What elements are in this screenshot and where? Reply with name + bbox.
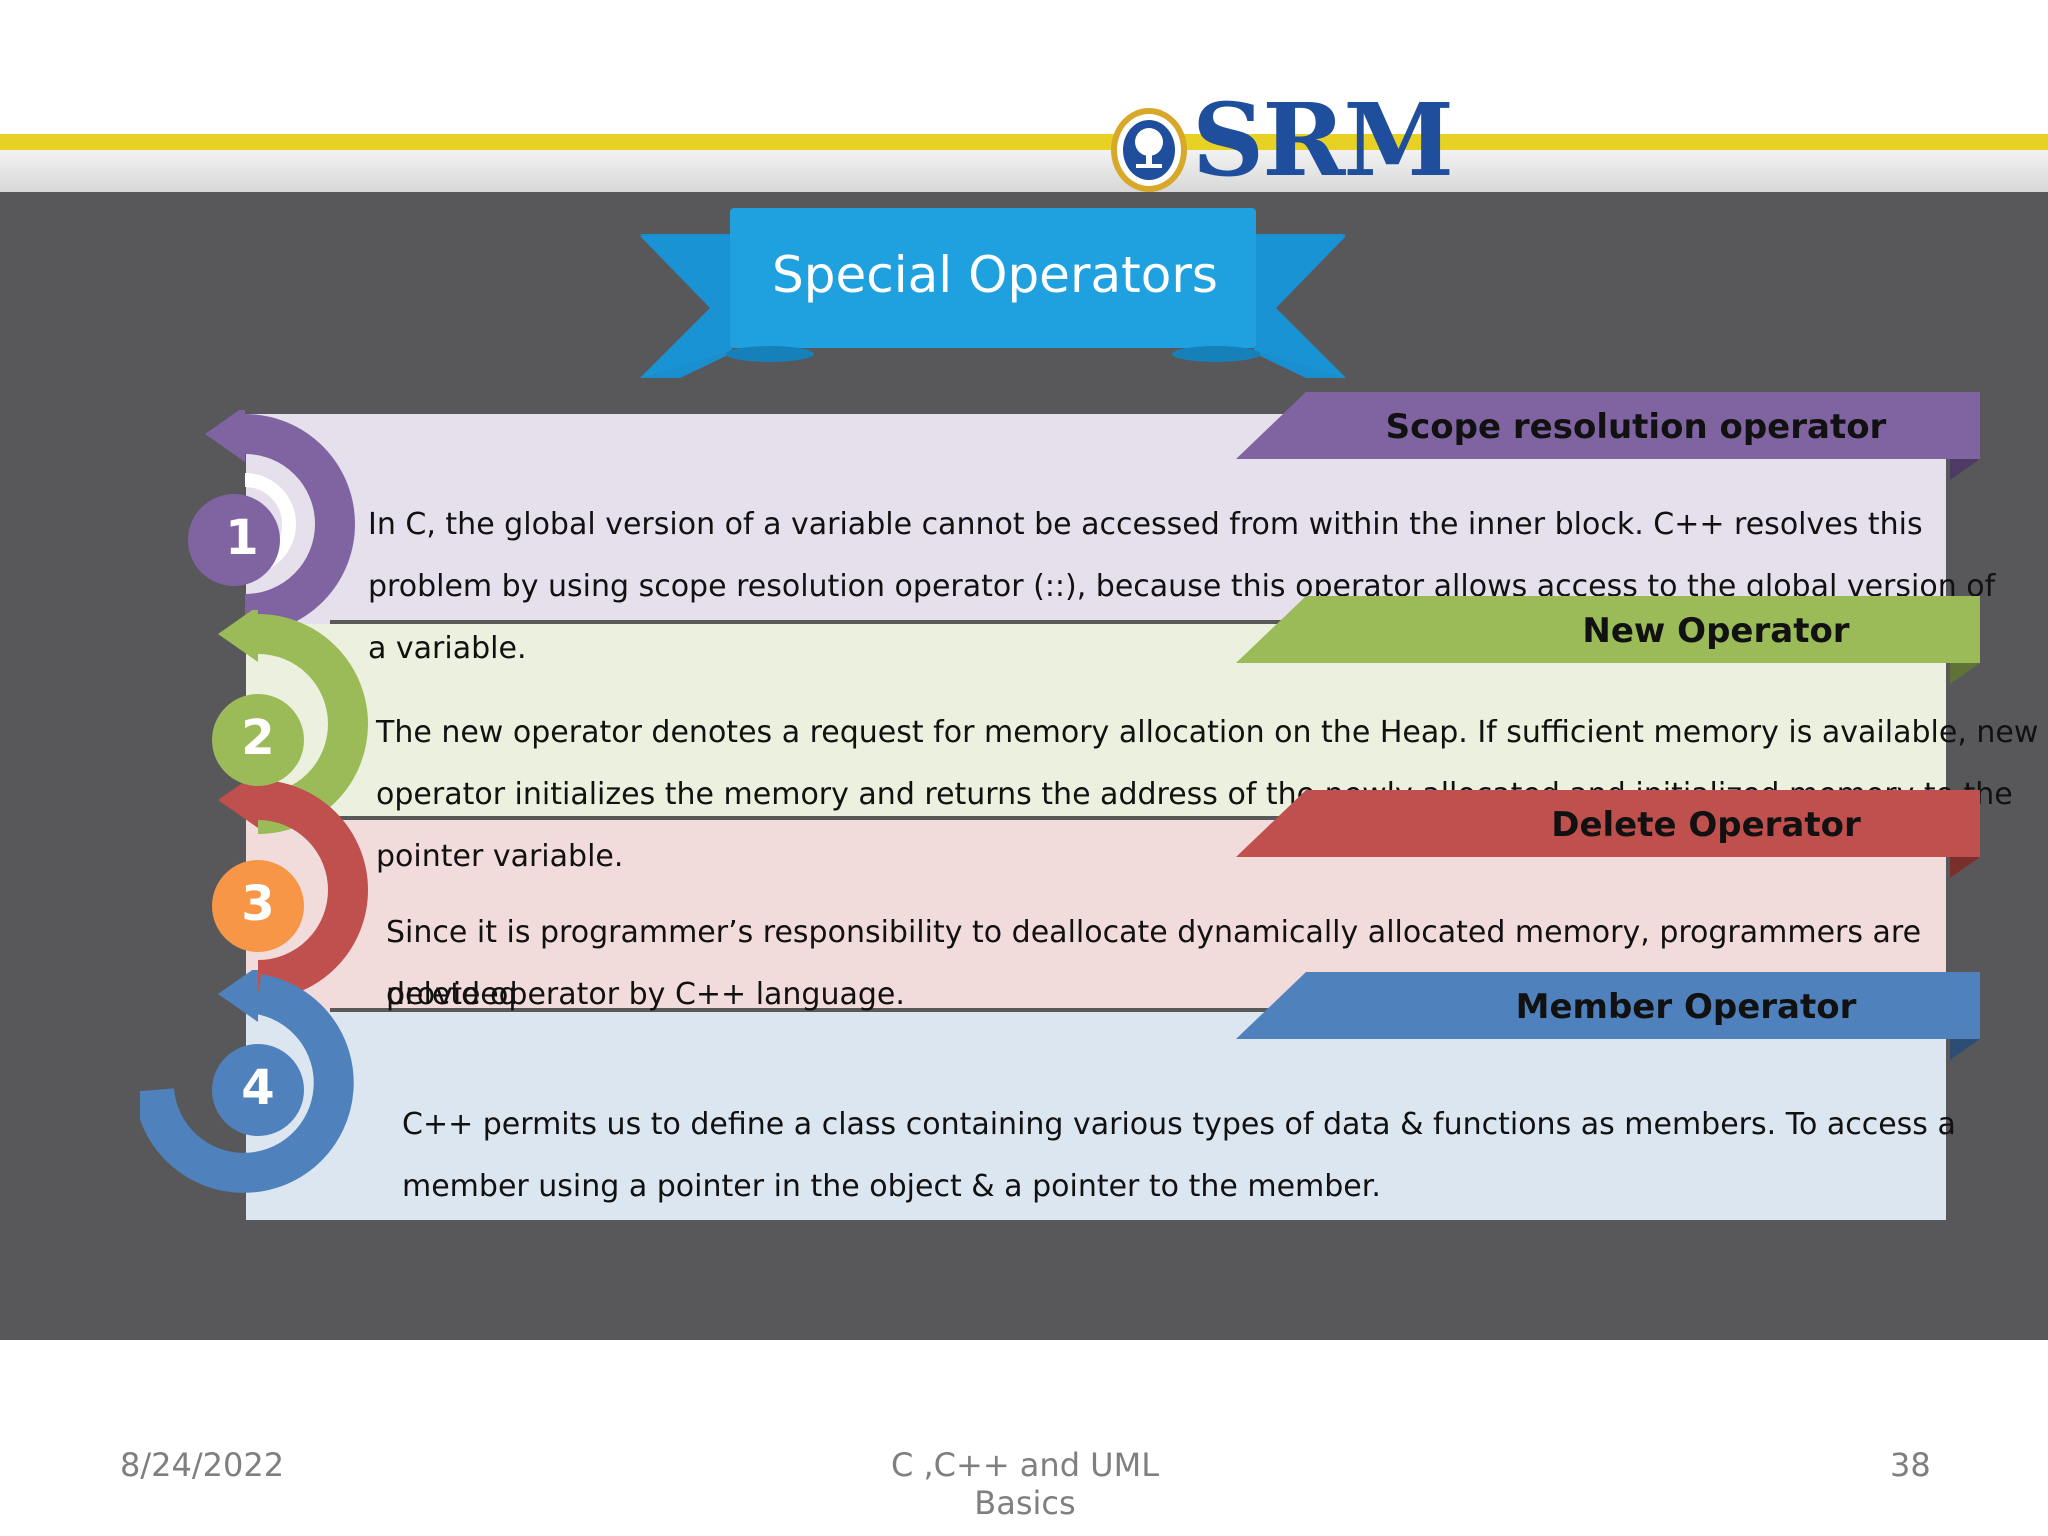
tab-new-operator: New Operator: [1236, 596, 1980, 684]
number-label: 1: [225, 510, 259, 566]
item-2-line-3: pointer variable.: [376, 839, 624, 874]
tab-shape: [1236, 596, 1980, 684]
header-yellow-stripe: [0, 134, 2048, 150]
tab-delete-operator: Delete Operator: [1236, 790, 1980, 878]
number-circle-1: [188, 494, 280, 586]
item-2-line-1: The new operator denotes a request for m…: [376, 715, 2039, 750]
srm-logo-text: SRM: [1192, 81, 1454, 199]
tab-heading: Delete Operator: [1551, 805, 1861, 845]
footer-date: 8/24/2022: [120, 1446, 285, 1484]
tab-heading: New Operator: [1582, 611, 1850, 651]
footer-title: C ,C++ and UML Basics: [890, 1446, 1160, 1522]
number-circle-2: [212, 694, 304, 786]
tab-shape: [1236, 790, 1980, 878]
item-4-line-2: member using a pointer in the object & a…: [402, 1169, 1381, 1204]
srm-seal-logo-icon: [1111, 108, 1187, 192]
footer-page-number: 38: [1890, 1446, 1931, 1484]
header-gray-band: [0, 150, 2048, 192]
title-ribbon: [640, 208, 1346, 378]
divider: [330, 816, 1950, 820]
item-1-line-1: In C, the global version of a variable c…: [368, 507, 1923, 542]
tab-shape: [1236, 972, 1980, 1060]
tab-heading: Member Operator: [1515, 987, 1857, 1027]
tab-scope-resolution: Scope resolution operator: [1236, 392, 1980, 480]
tab-member-operator: Member Operator: [1236, 972, 1980, 1060]
item-4-line-1: C++ permits us to define a class contain…: [402, 1107, 1956, 1142]
tab-shape: [1236, 392, 1980, 480]
divider: [330, 1008, 1950, 1012]
item-3-line-1: Since it is programmer’s responsibility …: [386, 915, 1922, 1012]
number-label: 4: [241, 1060, 275, 1116]
panel-member-operator: [246, 1012, 1946, 1220]
item-3-line-2: delete operator by C++ language.: [386, 977, 905, 1012]
number-circle-4: [212, 1044, 304, 1136]
number-circle-3: [212, 860, 304, 952]
tab-heading: Scope resolution operator: [1385, 407, 1887, 447]
divider: [330, 620, 1950, 624]
number-label: 3: [241, 876, 275, 932]
slide-title: Special Operators: [772, 246, 1218, 304]
number-label: 2: [241, 710, 275, 766]
item-1-line-3: a variable.: [368, 631, 527, 666]
